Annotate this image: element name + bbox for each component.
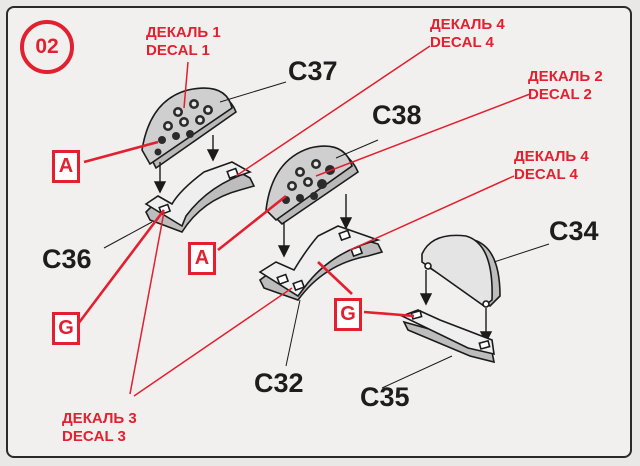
decal-4-top-label: ДЕКАЛЬ 4 DECAL 4 xyxy=(430,16,505,52)
decal-4-mid-label: ДЕКАЛЬ 4 DECAL 4 xyxy=(514,148,589,184)
part-label-c37: C37 xyxy=(288,56,338,86)
arrows-c34 xyxy=(419,270,493,344)
decal-3-label: ДЕКАЛЬ 3 DECAL 3 xyxy=(62,410,137,446)
step-number-badge: 02 xyxy=(20,20,74,74)
callout-g-center: G xyxy=(334,298,362,331)
decal-1-en: DECAL 1 xyxy=(146,42,210,59)
decal-4-mid-ru: ДЕКАЛЬ 4 xyxy=(514,148,589,165)
part-c38-panel xyxy=(265,145,359,226)
part-c37-panel xyxy=(141,87,237,170)
decal-1-label: ДЕКАЛЬ 1 DECAL 1 xyxy=(146,24,221,60)
callout-g-left: G xyxy=(52,312,80,345)
callout-a-left: A xyxy=(52,150,80,183)
callout-a-center: A xyxy=(188,242,216,275)
part-label-c38: C38 xyxy=(372,100,422,130)
part-leaders xyxy=(103,81,550,389)
part-label-c34: C34 xyxy=(549,216,599,246)
decal-3-en: DECAL 3 xyxy=(62,428,126,445)
part-c34-bulkhead xyxy=(421,234,501,308)
arrows-c38 xyxy=(277,194,353,258)
decal-3-ru: ДЕКАЛЬ 3 xyxy=(62,410,137,427)
diagram-frame xyxy=(6,6,632,458)
part-label-c35: C35 xyxy=(360,382,410,412)
decal-4-mid-en: DECAL 4 xyxy=(514,166,578,183)
decal-4-top-en: DECAL 4 xyxy=(430,34,494,51)
part-c32-plate xyxy=(258,225,384,301)
decal-1-ru: ДЕКАЛЬ 1 xyxy=(146,24,221,41)
arrows-c37 xyxy=(153,135,220,194)
callout-g-center-text: G xyxy=(340,303,356,325)
decal-2-ru: ДЕКАЛЬ 2 xyxy=(528,68,603,85)
step-number: 02 xyxy=(35,35,59,58)
decal-2-en: DECAL 2 xyxy=(528,86,592,103)
callout-a-center-text: A xyxy=(194,247,210,269)
part-c35-bracket xyxy=(399,309,496,364)
part-label-c32: C32 xyxy=(254,368,304,398)
callout-leaders xyxy=(76,140,415,325)
callout-g-left-text: G xyxy=(58,317,74,339)
part-label-c36: C36 xyxy=(42,244,92,274)
decal-2-label: ДЕКАЛЬ 2 DECAL 2 xyxy=(528,68,603,104)
decal-leaders xyxy=(129,45,531,397)
callout-a-left-text: A xyxy=(58,155,74,177)
decal-4-top-ru: ДЕКАЛЬ 4 xyxy=(430,16,505,33)
